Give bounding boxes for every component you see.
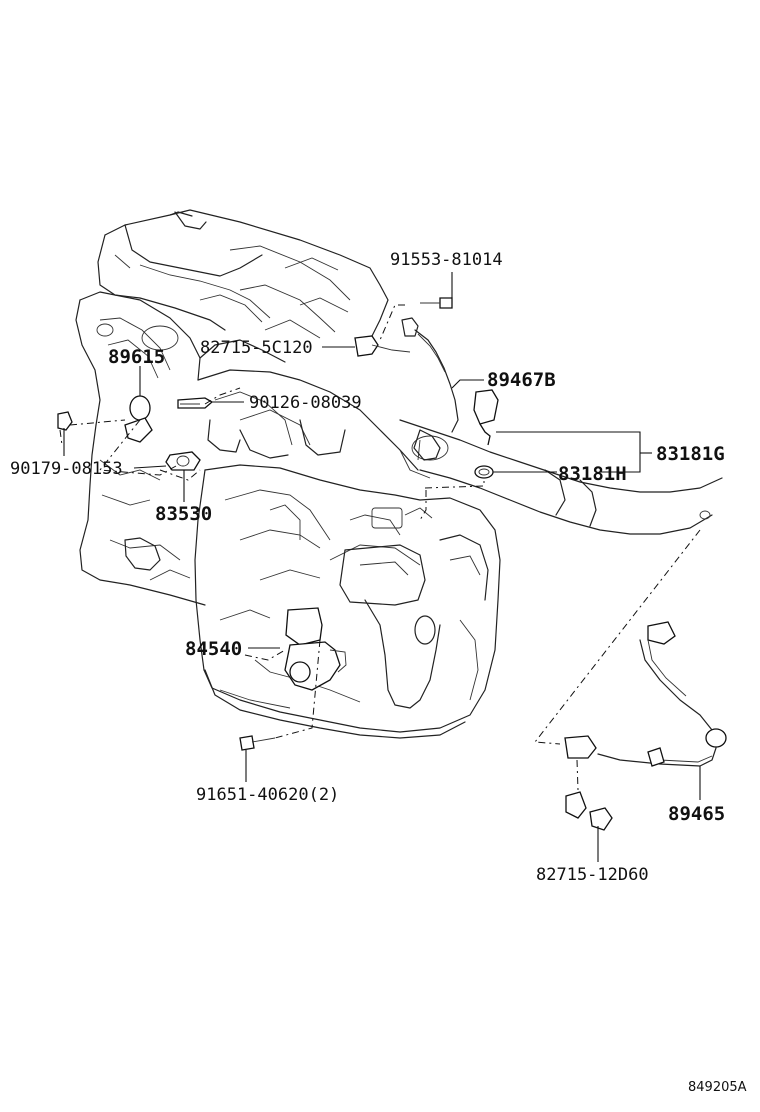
label-84540[interactable]: 84540 bbox=[185, 638, 242, 660]
label-82715-12D60[interactable]: 82715-12D60 bbox=[536, 865, 649, 885]
label-91651-40620[interactable]: 91651-40620(2) bbox=[196, 785, 339, 805]
part-sketches bbox=[57, 297, 727, 831]
label-90126-08039[interactable]: 90126-08039 bbox=[249, 393, 362, 413]
label-91553-81014[interactable]: 91553-81014 bbox=[390, 250, 503, 270]
label-90179-08153[interactable]: 90179-08153 bbox=[10, 459, 123, 479]
label-89467B[interactable]: 89467B bbox=[487, 369, 556, 391]
label-89615[interactable]: 89615 bbox=[108, 346, 165, 368]
label-83530[interactable]: 83530 bbox=[155, 503, 212, 525]
engine-assembly-drawing bbox=[75, 209, 723, 739]
reference-lines bbox=[59, 304, 701, 791]
leader-lines bbox=[63, 272, 701, 862]
label-83181G[interactable]: 83181G bbox=[656, 443, 725, 465]
label-83181H[interactable]: 83181H bbox=[558, 463, 627, 485]
diagram-code: 849205A bbox=[688, 1080, 747, 1095]
label-89465[interactable]: 89465 bbox=[668, 803, 725, 825]
label-82715-5C120[interactable]: 82715-5C120 bbox=[200, 338, 313, 358]
part-labels: 91553-81014 82715-5C120 89615 89467B 901… bbox=[10, 250, 747, 1095]
